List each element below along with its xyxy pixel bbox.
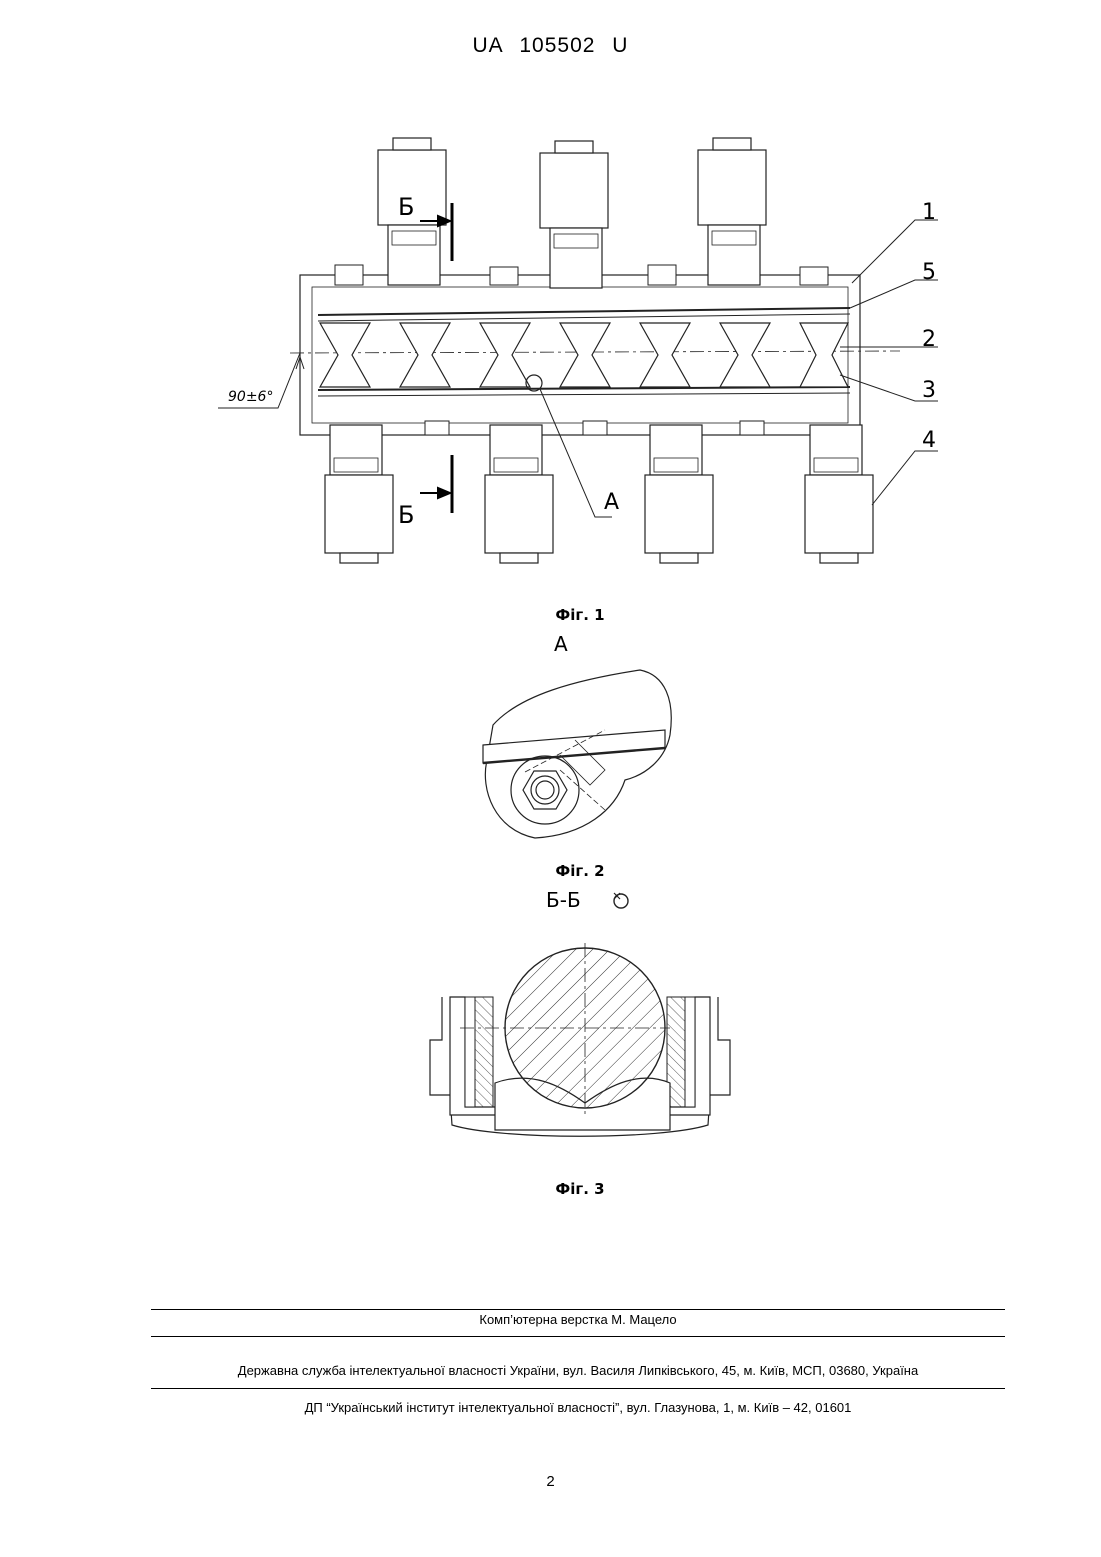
figure-2-caption: Фіг. 2 bbox=[480, 862, 680, 880]
footer-agency: Державна служба інтелектуальної власност… bbox=[151, 1363, 1005, 1378]
footer-institute: ДП “Український інститут інтелектуальної… bbox=[151, 1400, 1005, 1415]
section-marker-top: Б bbox=[398, 193, 414, 221]
detail-marker-a: А bbox=[604, 490, 619, 515]
figure-2-view-label: А bbox=[554, 632, 568, 656]
figure-3-drawing bbox=[420, 935, 740, 1145]
roller-2 bbox=[400, 323, 450, 387]
roller-6 bbox=[720, 323, 770, 387]
item-label-1: 1 bbox=[922, 200, 936, 225]
roller-3 bbox=[480, 323, 530, 387]
figure-1-caption: Фіг. 1 bbox=[480, 606, 680, 624]
item-label-2: 2 bbox=[922, 327, 936, 352]
rotation-icon bbox=[610, 889, 632, 911]
roller-group bbox=[320, 323, 848, 387]
figure-1-drawing: Б Б А 90±6° 1 5 2 3 4 bbox=[200, 125, 960, 575]
roller-7 bbox=[800, 323, 848, 387]
footer-rule-3 bbox=[151, 1388, 1005, 1389]
roller-4 bbox=[560, 323, 610, 387]
footer-typesetting: Комп’ютерна верстка М. Мацело bbox=[151, 1312, 1005, 1327]
patent-kind: U bbox=[612, 34, 628, 57]
footer-rule-2 bbox=[151, 1336, 1005, 1337]
roller-5 bbox=[640, 323, 690, 387]
footer-rule-1 bbox=[151, 1309, 1005, 1310]
angle-annotation: 90±6° bbox=[228, 389, 273, 405]
item-label-5: 5 bbox=[922, 260, 936, 285]
patent-header: UA 105502 U bbox=[0, 34, 1101, 58]
item-label-4: 4 bbox=[922, 428, 936, 453]
section-marker-bottom: Б bbox=[398, 501, 414, 529]
figure-3-view-label: Б-Б bbox=[546, 888, 581, 912]
roller-1 bbox=[320, 323, 370, 387]
lower-drives bbox=[325, 425, 873, 563]
figure-2-drawing bbox=[465, 660, 685, 850]
page-number: 2 bbox=[0, 1473, 1101, 1490]
patent-number: 105502 bbox=[519, 34, 595, 57]
item-label-3: 3 bbox=[922, 378, 936, 403]
figure-3-caption: Фіг. 3 bbox=[480, 1180, 680, 1198]
upper-drives bbox=[378, 138, 766, 288]
patent-country: UA bbox=[473, 34, 503, 57]
